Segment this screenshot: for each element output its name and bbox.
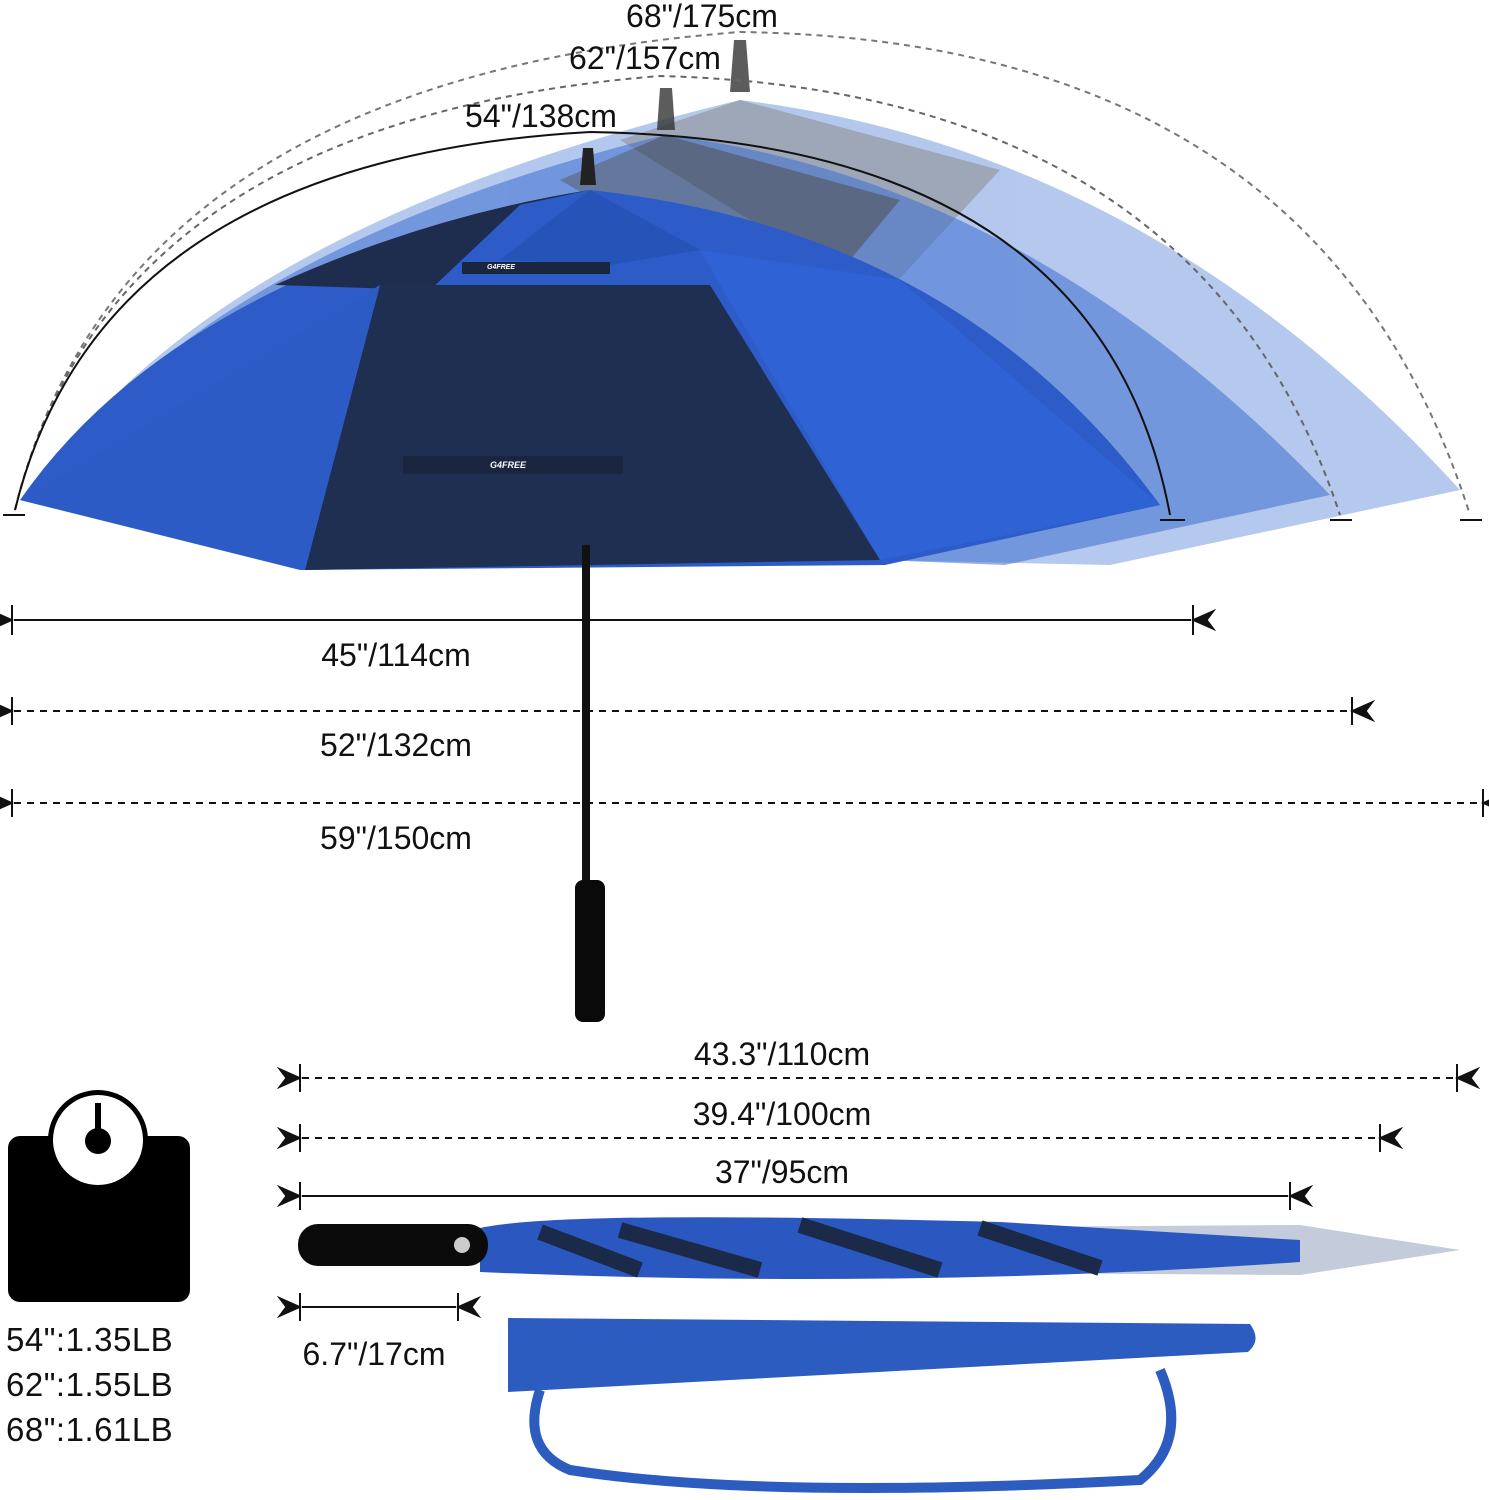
arc-62 (14, 74, 1341, 516)
weight-scale-icon (8, 1090, 190, 1302)
shaft (582, 545, 590, 885)
handle (575, 880, 605, 1022)
width-label-59: 59"/150cm (320, 820, 472, 856)
arc-label-62: 62"/157cm (569, 40, 721, 76)
length-label-39: 39.4"/100cm (692, 1096, 872, 1132)
weight-54: 54":1.35LB (6, 1321, 174, 1358)
brand-logo-top: G4FREE (487, 264, 516, 271)
arc-68 (14, 30, 1471, 516)
canopy-strap (403, 456, 623, 474)
width-label-52: 52"/132cm (320, 727, 472, 763)
weight-62: 62":1.55LB (6, 1366, 174, 1403)
handle-length-label: 6.7"/17cm (302, 1336, 446, 1372)
length-label-43: 43.3"/110cm (693, 1036, 871, 1072)
canopy-54 (20, 148, 1160, 570)
arc-label-68: 68"/175cm (626, 0, 778, 34)
canopy-strap-top (462, 262, 610, 274)
arc-label-54: 54"/138cm (465, 98, 617, 134)
width-label-45: 45"/114cm (321, 637, 471, 673)
weight-68: 68":1.61LB (6, 1411, 174, 1448)
length-label-37: 37"/95cm (714, 1154, 850, 1190)
umbrella-sleeve (508, 1318, 1256, 1493)
canopy-tip (580, 148, 596, 185)
closed-umbrella (298, 1217, 1460, 1280)
arc-54 (14, 130, 1171, 516)
brand-logo: G4FREE (490, 460, 527, 470)
